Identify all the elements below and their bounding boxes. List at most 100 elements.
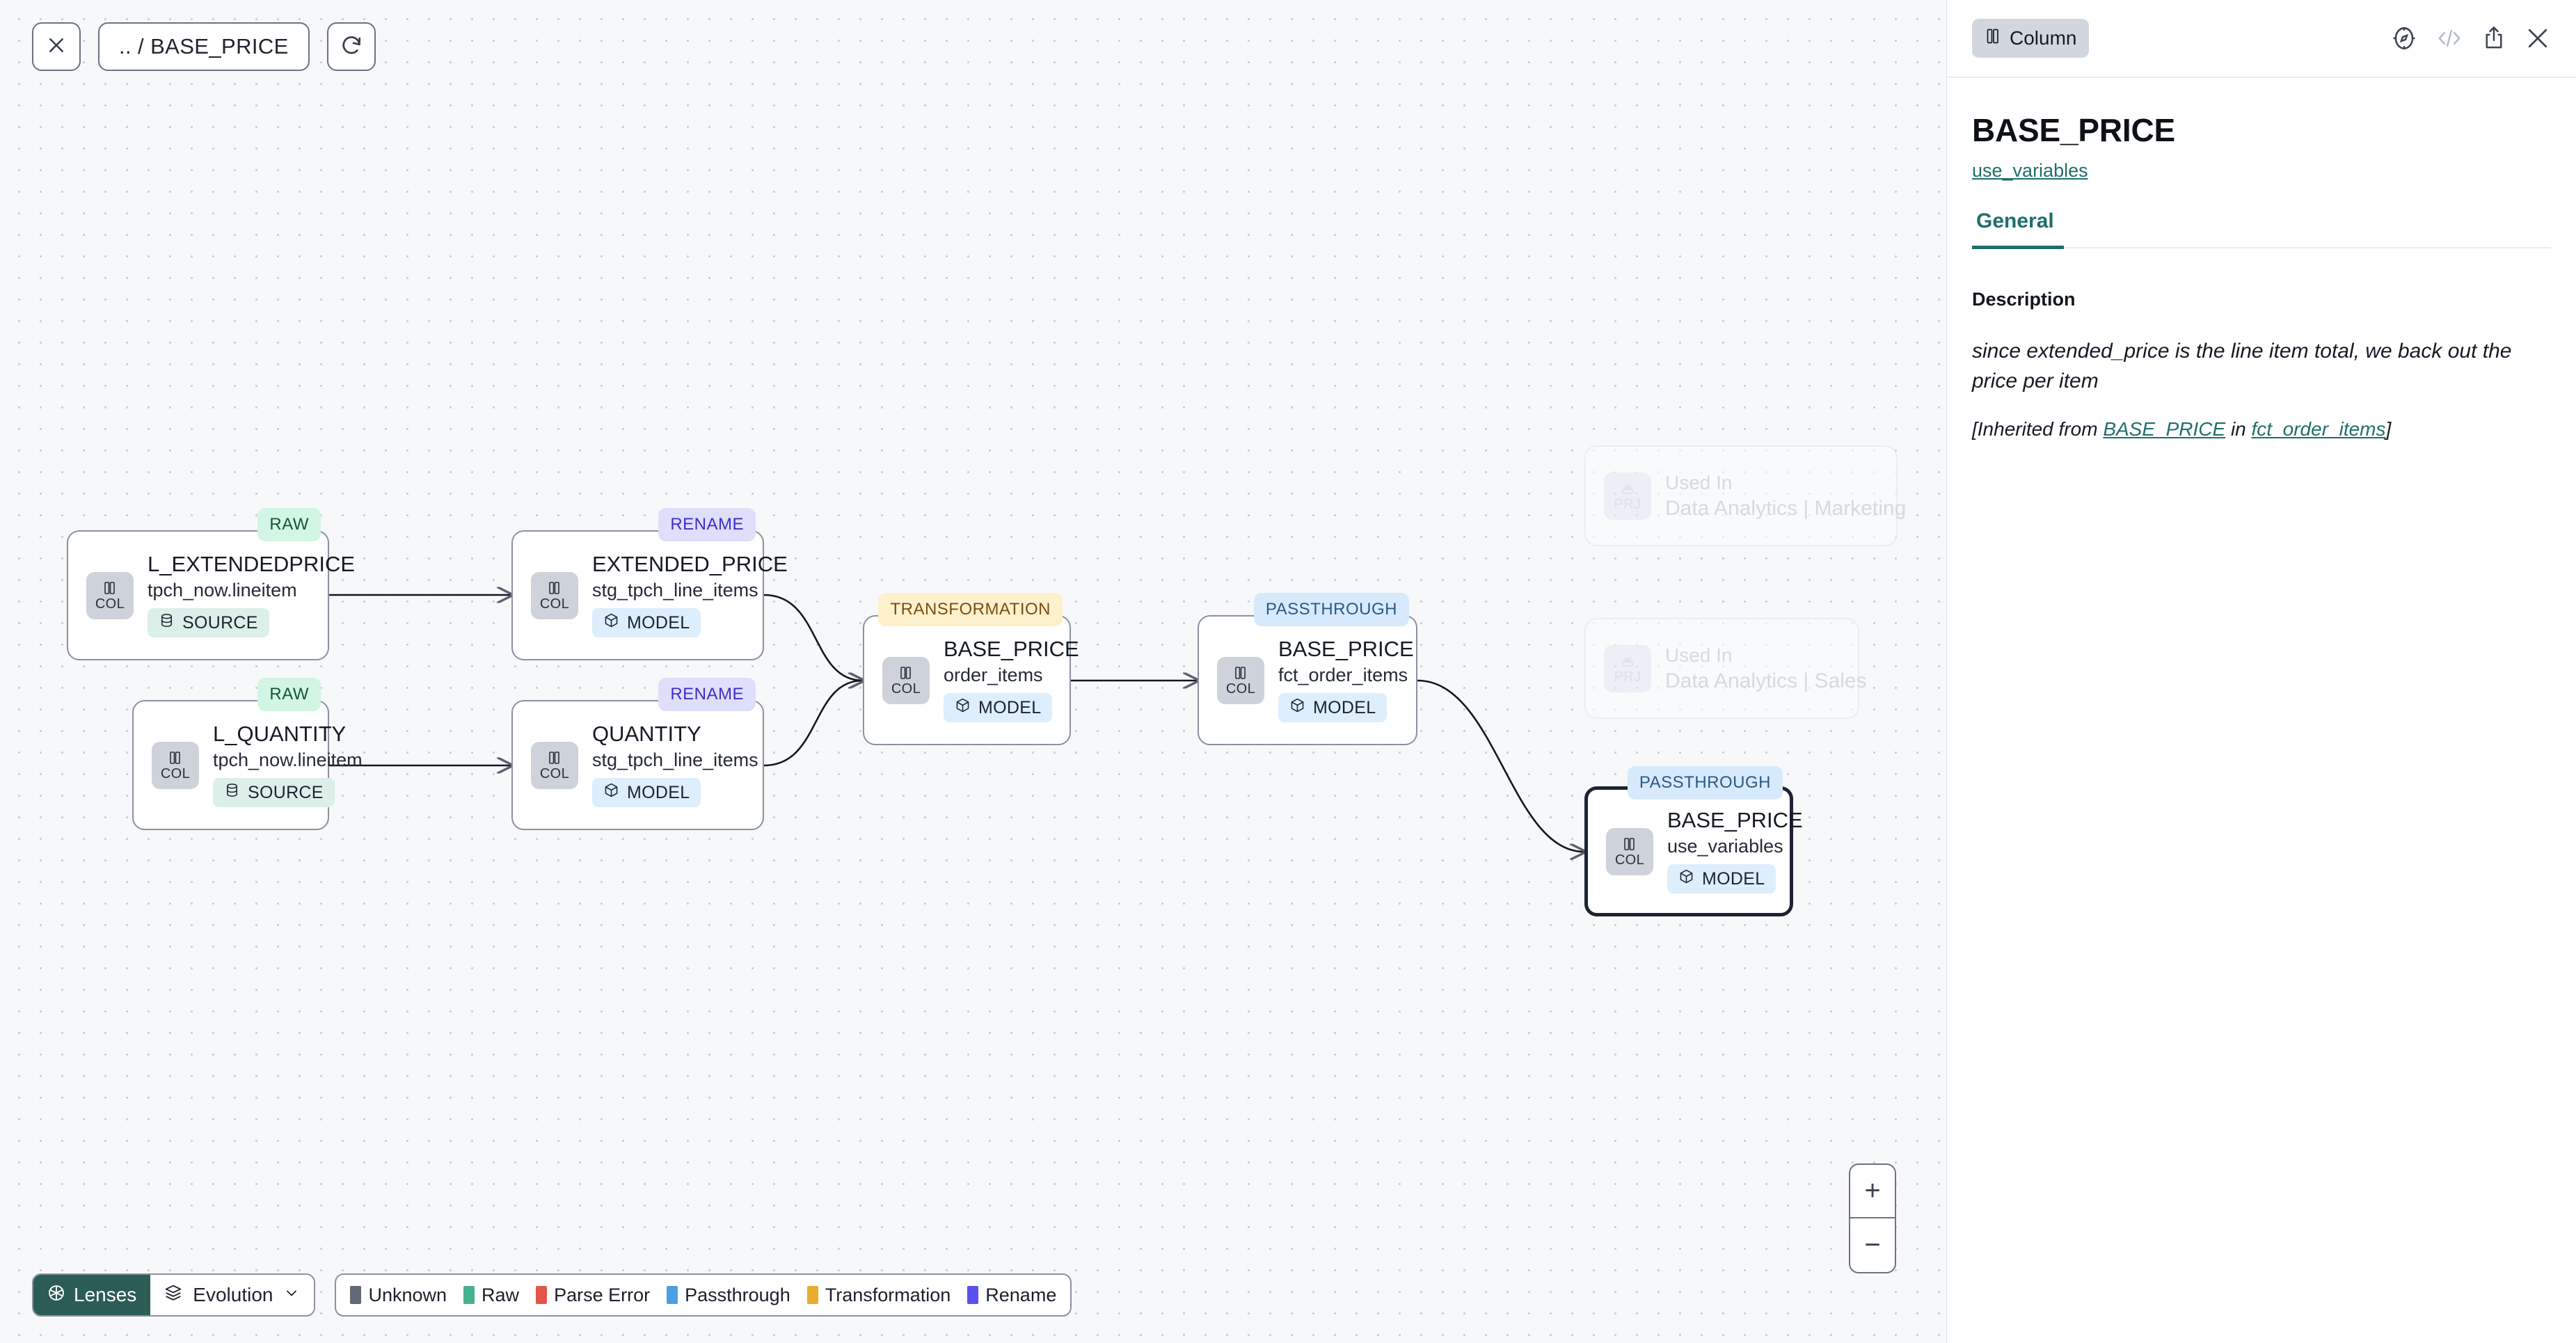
legend-item-passthrough[interactable]: Passthrough: [667, 1285, 790, 1306]
legend-label: Rename: [985, 1285, 1056, 1306]
legend-swatch: [463, 1286, 475, 1304]
cube-icon: [955, 697, 971, 718]
layers-icon: [164, 1284, 182, 1307]
node-tag-transformation: TRANSFORMATION: [878, 593, 1063, 626]
node-subtitle: tpch_now.lineitem: [148, 580, 355, 600]
legend-swatch: [350, 1286, 361, 1304]
materialization-badge: MODEL: [1667, 864, 1776, 893]
lineage-node-l_quantity[interactable]: RAWCOLL_QUANTITYtpch_now.lineitemSOURCE: [132, 700, 329, 830]
materialization-badge: SOURCE: [213, 778, 335, 807]
used-in-target: Data Analytics | Sales: [1665, 670, 1867, 692]
close-icon[interactable]: [2525, 25, 2551, 51]
cube-icon: [603, 782, 619, 803]
node-title: L_QUANTITY: [213, 723, 363, 746]
zoom-in-button[interactable]: +: [1850, 1165, 1895, 1218]
materialization-label: MODEL: [627, 783, 690, 803]
node-title: EXTENDED_PRICE: [592, 553, 788, 576]
panel-header: Column: [1947, 0, 2576, 78]
materialization-badge: MODEL: [944, 693, 1052, 722]
legend-item-unknown[interactable]: Unknown: [350, 1285, 447, 1306]
panel-kind-label: Column: [2010, 27, 2076, 49]
column-icon: COL: [531, 742, 578, 789]
node-subtitle: order_items: [944, 665, 1079, 685]
kind-label: COL: [540, 597, 569, 611]
refresh-icon: [340, 34, 363, 60]
node-tag-raw: RAW: [257, 508, 321, 541]
lineage-node-l_extendedprice[interactable]: RAWCOLL_EXTENDEDPRICEtpch_now.lineitemSO…: [67, 530, 329, 660]
lineage-node-quantity[interactable]: RENAMECOLQUANTITYstg_tpch_line_itemsMODE…: [511, 700, 764, 830]
node-title: BASE_PRICE: [1278, 638, 1414, 661]
explore-icon[interactable]: [2391, 25, 2417, 51]
node-body: EXTENDED_PRICE stg_tpch_line_itemsMODEL: [592, 553, 788, 638]
legend-item-raw[interactable]: Raw: [463, 1285, 519, 1306]
column-icon: COL: [531, 572, 578, 619]
node-title: QUANTITY: [592, 723, 758, 746]
inherited-model-link[interactable]: fct_order_items: [2252, 418, 2386, 440]
materialization-badge: MODEL: [1278, 693, 1387, 722]
legend-swatch: [536, 1286, 547, 1304]
legend-label: Parse Error: [554, 1285, 650, 1306]
inherited-note: [Inherited from BASE_PRICE in fct_order_…: [1972, 415, 2551, 443]
node-title: BASE_PRICE: [1667, 809, 1803, 832]
materialization-badge: MODEL: [592, 778, 701, 807]
node-subtitle: stg_tpch_line_items: [592, 580, 788, 600]
refresh-button[interactable]: [327, 22, 376, 71]
canvas-bottom-bar: Lenses Evolution: [32, 1273, 1072, 1317]
node-subtitle: use_variables: [1667, 836, 1803, 856]
code-icon[interactable]: [2435, 26, 2463, 51]
legend-swatch: [967, 1286, 978, 1304]
kind-label: COL: [540, 767, 569, 781]
materialization-badge: SOURCE: [148, 608, 269, 637]
lineage-node-extended_price[interactable]: RENAMECOLEXTENDED_PRICEstg_tpch_line_ite…: [511, 530, 764, 660]
node-title: BASE_PRICE: [944, 638, 1079, 661]
materialization-label: MODEL: [627, 613, 690, 633]
materialization-label: SOURCE: [182, 613, 258, 633]
description-label: Description: [1972, 289, 2551, 310]
materialization-label: MODEL: [978, 698, 1041, 718]
used-in-label: Used In: [1665, 472, 1906, 493]
evolution-dropdown[interactable]: Evolution: [150, 1275, 314, 1315]
legend-item-rename[interactable]: Rename: [967, 1285, 1056, 1306]
column-icon: COL: [152, 742, 199, 789]
lenses-group: Lenses Evolution: [32, 1273, 315, 1317]
materialization-label: MODEL: [1313, 698, 1376, 718]
lineage-node-base_price_fct_order_items[interactable]: PASSTHROUGHCOLBASE_PRICEfct_order_itemsM…: [1198, 615, 1417, 745]
zoom-out-button[interactable]: −: [1850, 1218, 1895, 1272]
inherited-column-link[interactable]: BASE_PRICE: [2103, 418, 2225, 440]
legend-swatch: [807, 1286, 818, 1304]
kind-label: COL: [161, 767, 190, 781]
lineage-node-base_price_order_items[interactable]: TRANSFORMATIONCOLBASE_PRICEorder_itemsMO…: [863, 615, 1071, 745]
lenses-button[interactable]: Lenses: [33, 1275, 150, 1315]
lineage-node-base_price_use_variables[interactable]: PASSTHROUGHCOLBASE_PRICEuse_variablesMOD…: [1584, 786, 1793, 916]
kind-label: COL: [1615, 853, 1644, 867]
lineage-canvas[interactable]: .. / BASE_PRICE: [0, 0, 1946, 1343]
kind-label: COL: [1226, 682, 1255, 696]
legend-item-transformation[interactable]: Transformation: [807, 1285, 951, 1306]
node-tag-rename: RENAME: [658, 678, 756, 711]
materialization-label: SOURCE: [248, 783, 324, 803]
cube-icon: [1678, 868, 1694, 889]
tab-general[interactable]: General: [1972, 209, 2064, 249]
legend-item-parse-error[interactable]: Parse Error: [536, 1285, 650, 1306]
used-in-node-used_in_marketing[interactable]: PRJUsed InData Analytics | Marketing: [1584, 445, 1898, 546]
page-title: BASE_PRICE: [1972, 111, 2551, 149]
close-button[interactable]: [32, 22, 81, 71]
evolution-label: Evolution: [193, 1284, 273, 1306]
breadcrumb[interactable]: .. / BASE_PRICE: [98, 22, 310, 71]
panel-kind-badge: Column: [1972, 19, 2089, 58]
node-subtitle: tpch_now.lineitem: [213, 750, 363, 770]
cube-icon: [603, 612, 619, 633]
parent-model-link[interactable]: use_variables: [1972, 160, 2088, 182]
used-in-label: Used In: [1665, 645, 1867, 665]
legend-label: Unknown: [368, 1285, 447, 1306]
node-subtitle: fct_order_items: [1278, 665, 1414, 685]
node-tag-rename: RENAME: [658, 508, 756, 541]
column-icon: COL: [882, 657, 930, 704]
used-in-node-used_in_sales[interactable]: PRJUsed InData Analytics | Sales: [1584, 618, 1859, 719]
details-panel: Column: [1946, 0, 2576, 1343]
node-tag-passthrough: PASSTHROUGH: [1254, 593, 1409, 626]
close-icon: [46, 35, 67, 59]
column-icon: COL: [1217, 657, 1264, 704]
chevron-down-icon: [283, 1284, 300, 1306]
share-icon[interactable]: [2481, 25, 2506, 51]
